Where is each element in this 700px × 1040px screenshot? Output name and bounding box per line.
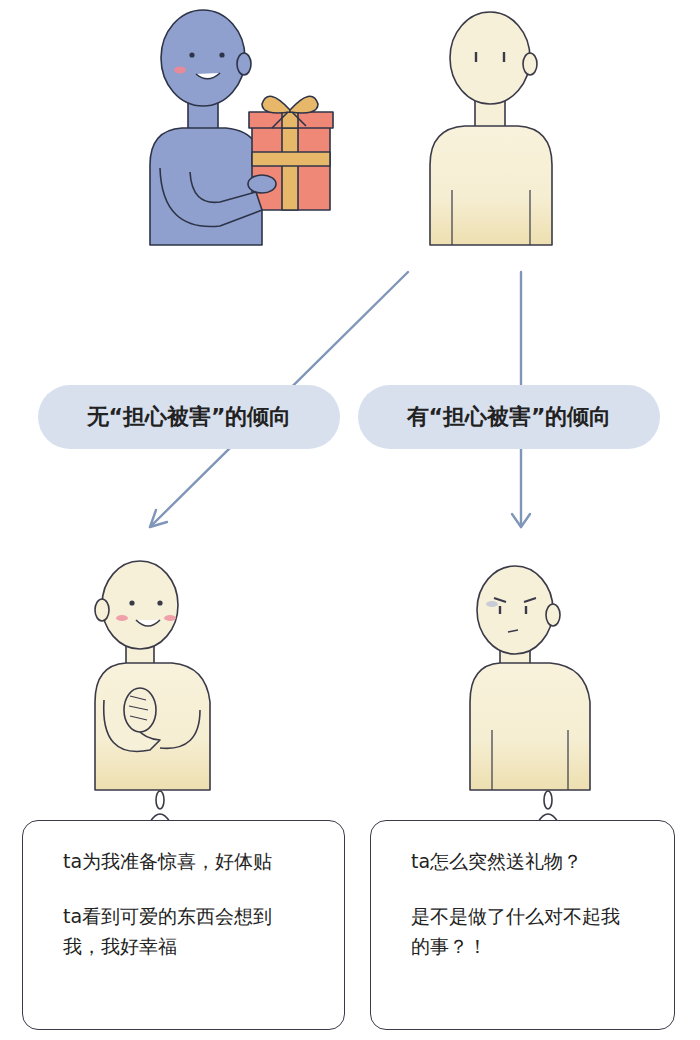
tendency-pill: 有“担心被害”的倾向 [358, 385, 660, 449]
thought-text: ta怎么突然送礼物？ [411, 847, 637, 876]
suspicious-figure [470, 566, 590, 790]
tendency-label: 无“担心被害”的倾向 [87, 402, 292, 432]
speech-tail [150, 791, 558, 822]
thought-text: ta为我准备惊喜，好体贴 [63, 847, 289, 876]
thought-text: 是不是做了什么对不起我 的事？！ [411, 902, 637, 961]
thought-text: ta看到可爱的东西会想到 我，我好幸福 [63, 902, 289, 961]
tendency-pill: 无“担心被害”的倾向 [38, 385, 340, 449]
happy-figure [95, 561, 210, 790]
receiver-figure [430, 12, 552, 245]
tendency-label: 有“担心被害”的倾向 [407, 402, 612, 432]
thought-bubble: ta为我准备惊喜，好体贴 ta看到可爱的东西会想到 我，我好幸福 [22, 820, 345, 1030]
thought-bubble: ta怎么突然送礼物？ 是不是做了什么对不起我 的事？！ [370, 820, 675, 1030]
gift-giver-figure [150, 10, 333, 245]
